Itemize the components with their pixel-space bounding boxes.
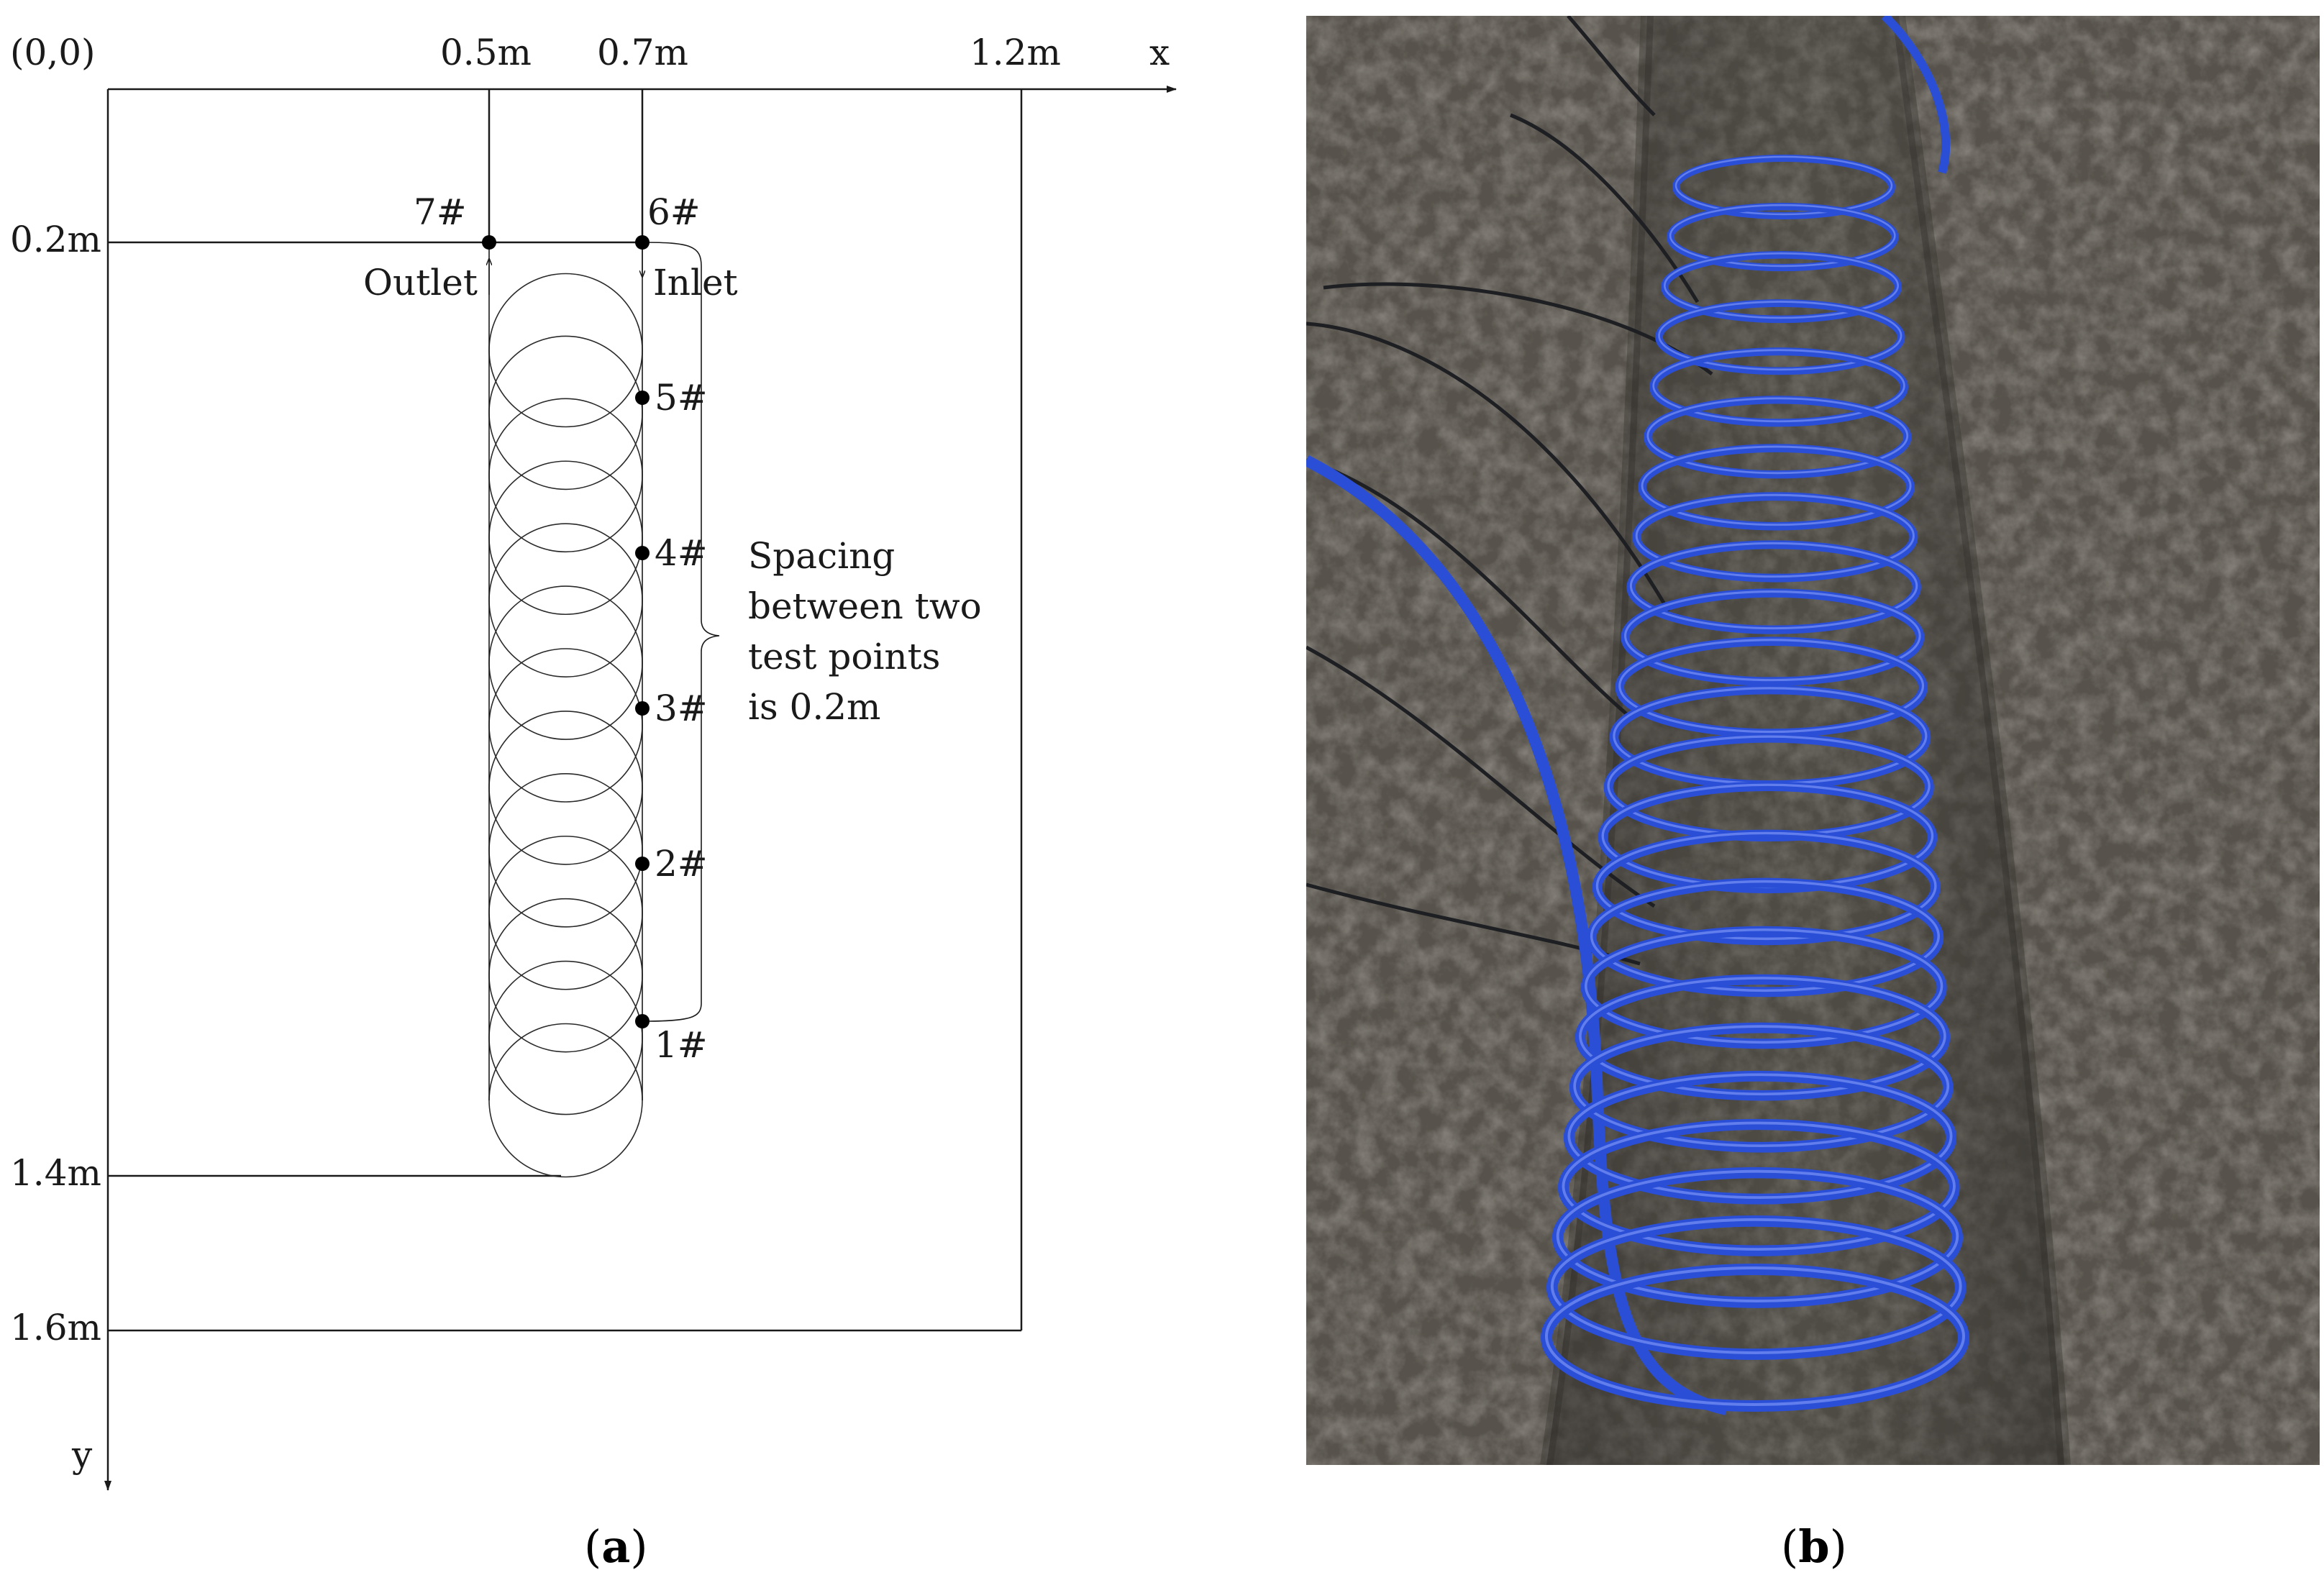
trench-right-wall (1892, 16, 2071, 1465)
photo-coil-highlight (1550, 1218, 1962, 1355)
point-label-3: 3# (655, 688, 708, 729)
photo-coil-highlight (1562, 1121, 1956, 1251)
spacing-note-line-2: between two (748, 585, 982, 627)
coil-loop (488, 1023, 643, 1178)
photo-coil-highlight (1545, 1266, 1965, 1406)
x-axis-label: x (1149, 32, 1170, 73)
y-tick-1-6m: 1.6m (10, 1307, 101, 1348)
caption-b-open: ( (1781, 1520, 1798, 1573)
coil-loop (488, 335, 643, 490)
point-label-7: 7# (414, 191, 467, 233)
photo-coil-highlight (1618, 639, 1925, 734)
photo-coil-highlight (1669, 204, 1896, 268)
coil-loop (488, 398, 643, 553)
x-tick-0-7m: 0.7m (597, 32, 688, 73)
inlet-label: Inlet (653, 262, 738, 303)
coil-loop (488, 898, 643, 1053)
helical-coil (488, 273, 643, 1178)
coil-loop (488, 835, 643, 990)
origin-label: (0,0) (10, 32, 96, 73)
photo-coil-highlight (1624, 590, 1921, 682)
spacing-note-line-4: is 0.2m (748, 686, 880, 728)
caption-b-close: ) (1830, 1520, 1847, 1573)
point-label-6: 6# (647, 191, 701, 233)
coil-loop (488, 773, 643, 928)
photo-coil-highlight (1674, 155, 1893, 216)
photo-coil-highlight (1629, 542, 1918, 630)
test-point-1 (635, 1014, 650, 1028)
photo-coil-highlight (1595, 831, 1937, 941)
panel-b-photo (1306, 16, 2320, 1465)
coil-loop (488, 273, 643, 428)
coil-loop (488, 523, 643, 677)
caption-a-letter: a (601, 1520, 630, 1573)
trench-left-wall (1540, 16, 1654, 1465)
point-label-4: 4# (655, 532, 708, 574)
photo-coil-highlight (1658, 301, 1903, 371)
point-label-1: 1# (655, 1024, 708, 1066)
photo-coil-highlight (1585, 928, 1943, 1044)
coil-loop (488, 960, 643, 1115)
caption-a-close: ) (630, 1520, 647, 1573)
y-tick-1-4m: 1.4m (10, 1152, 101, 1194)
photo-coil-highlight (1567, 1073, 1953, 1200)
x-tick-1-2m: 1.2m (970, 32, 1061, 73)
photo-coil-highlight (1556, 1169, 1959, 1303)
photo-coil-highlight (1652, 349, 1905, 423)
spacing-note-line-3: test points (748, 636, 940, 677)
test-point-3 (635, 701, 650, 716)
caption-a-open: ( (584, 1520, 601, 1573)
coil-loop (488, 460, 643, 616)
photo-coil-highlight (1635, 493, 1915, 578)
outlet-label: Outlet (363, 262, 478, 303)
test-point-7 (482, 235, 496, 250)
panel-a-schematic: (0,0) x y 0.5m 0.7m 1.2m 0.2m 1.4m 1.6m … (10, 32, 1177, 1491)
coil-loop (488, 585, 643, 740)
photo-coil-highlight (1579, 977, 1946, 1096)
point-label-5: 5# (655, 377, 708, 419)
photo-coil-highlight (1590, 880, 1940, 992)
caption-a: (a) (584, 1520, 648, 1573)
caption-b: (b) (1781, 1520, 1847, 1573)
test-point-6 (635, 235, 650, 250)
y-tick-0-2m: 0.2m (10, 219, 101, 260)
photo-coil-highlight (1573, 1025, 1950, 1148)
photo-coil-highlight (1646, 397, 1909, 475)
coil-loop (488, 648, 643, 803)
test-point-5 (635, 391, 650, 405)
photo-coil-highlight (1664, 252, 1900, 319)
test-point-2 (635, 857, 650, 871)
test-point-4 (635, 546, 650, 560)
coil-loop (488, 711, 643, 865)
spacing-note-line-1: Spacing (748, 535, 895, 577)
point-label-2: 2# (655, 843, 708, 885)
caption-b-letter: b (1798, 1520, 1829, 1573)
photo-coil-loops (1541, 155, 1969, 1412)
photo-coil-highlight (1641, 445, 1912, 526)
return-pipe (1881, 16, 1951, 174)
spacing-brace (642, 242, 720, 1022)
x-tick-0-5m: 0.5m (440, 32, 532, 73)
y-axis-label: y (71, 1434, 93, 1476)
